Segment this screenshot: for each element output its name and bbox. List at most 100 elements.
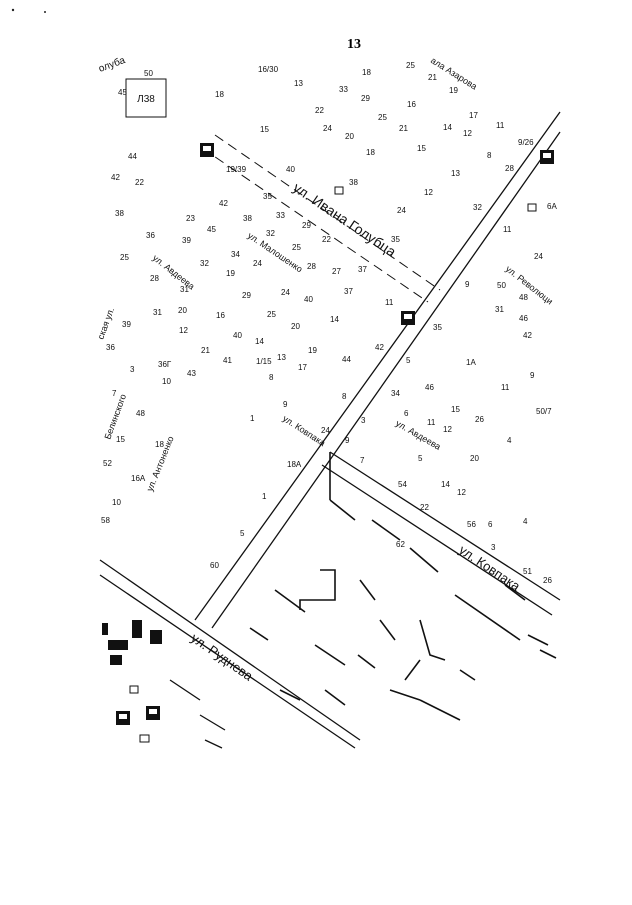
house-number: 19/39 — [226, 165, 247, 174]
house-number: 42 — [111, 173, 120, 182]
house-number: 11 — [501, 383, 510, 392]
pictogram-icon — [129, 685, 139, 694]
page-number: 13 — [347, 37, 361, 52]
house-number: 22 — [315, 106, 324, 115]
house-number: 42 — [219, 199, 228, 208]
house-number: 24 — [397, 206, 406, 215]
house-number: 21 — [201, 346, 210, 355]
house-number: 12 — [463, 129, 472, 138]
bus-stop-icon — [146, 706, 160, 720]
house-number: 24 — [323, 124, 332, 133]
house-number: 50 — [497, 281, 506, 290]
house-number: 16 — [216, 311, 225, 320]
house-number: 17 — [469, 111, 478, 120]
house-number: 1/15 — [256, 357, 272, 366]
house-number: 46 — [519, 314, 528, 323]
house-number: 18A — [287, 460, 302, 469]
house-number: 56 — [467, 520, 476, 529]
house-number: 24 — [321, 426, 330, 435]
house-number: 29 — [361, 94, 370, 103]
house-number: 25 — [406, 61, 415, 70]
house-number: 13 — [451, 169, 460, 178]
bus-stop-icon — [540, 150, 554, 164]
house-number: 50 — [144, 69, 153, 78]
house-number: 36Г — [158, 360, 172, 369]
rudneva-street — [99, 559, 361, 749]
house-number: 9/26 — [518, 138, 534, 147]
ivana-golubtsa-street — [201, 134, 441, 303]
house-number: 22 — [322, 235, 331, 244]
house-number: 15 — [451, 405, 460, 414]
house-number: 12 — [179, 326, 188, 335]
street-label: ул. Авдеева — [151, 253, 197, 292]
house-number: 5 — [240, 529, 245, 538]
house-number: 35 — [391, 235, 400, 244]
house-number: 32 — [266, 229, 275, 238]
pictogram-icon — [334, 186, 344, 195]
house-number: 31 — [153, 308, 162, 317]
house-number: 50/7 — [536, 407, 552, 416]
house-number: 24 — [534, 252, 543, 261]
house-number: 14 — [443, 123, 452, 132]
house-number: 11 — [496, 121, 505, 130]
house-number: 4 — [523, 517, 528, 526]
house-number: 14 — [441, 480, 450, 489]
street-label: Белинского — [102, 393, 128, 441]
house-number: 44 — [342, 355, 351, 364]
house-number: 32 — [473, 203, 482, 212]
bus-stop-icon — [401, 311, 415, 325]
house-number: 31 — [495, 305, 504, 314]
house-number: 25 — [120, 253, 129, 262]
house-number: 19 — [308, 346, 317, 355]
house-number: 5 — [418, 454, 423, 463]
house-number: 1A — [466, 358, 476, 367]
house-number: 10 — [162, 377, 171, 386]
house-number: 42 — [375, 343, 384, 352]
house-number: 52 — [103, 459, 112, 468]
house-number: 29 — [302, 221, 311, 230]
house-number: 9 — [465, 280, 470, 289]
house-number: 9 — [283, 400, 288, 409]
house-number: 45 — [118, 88, 127, 97]
left-block-marks — [102, 620, 226, 749]
bus-stop-icon — [200, 143, 214, 157]
house-number: 8 — [487, 151, 492, 160]
house-number: 18 — [215, 90, 224, 99]
house-number: 15 — [116, 435, 125, 444]
house-number: 20 — [178, 306, 187, 315]
house-number: 19 — [449, 86, 458, 95]
house-number: 16 — [407, 100, 416, 109]
house-number: 20 — [345, 132, 354, 141]
street-label: ул. Руднева — [188, 630, 256, 684]
block-outlines — [249, 452, 557, 721]
house-number: 6 — [488, 520, 493, 529]
house-number: 9 — [530, 371, 535, 380]
house-number: 21 — [399, 124, 408, 133]
district-box — [125, 78, 167, 118]
house-number: 15 — [260, 125, 269, 134]
house-number: 51 — [523, 567, 532, 576]
house-number: 13 — [277, 353, 286, 362]
house-number: 20 — [470, 454, 479, 463]
house-number: 1 — [250, 414, 255, 423]
house-number: 33 — [339, 85, 348, 94]
house-number: 3 — [130, 365, 135, 374]
house-number: 7 — [112, 389, 117, 398]
house-number: 42 — [523, 331, 532, 340]
house-number: 28 — [307, 262, 316, 271]
street-labels: ул. Ивана Голубца ул. Малошенко ул. Авде… — [95, 54, 554, 684]
house-number: 15 — [417, 144, 426, 153]
house-number: 6 — [404, 409, 409, 418]
street-label: ул. Ковпака — [456, 542, 523, 594]
house-number: 21 — [428, 73, 437, 82]
pictogram-icon — [139, 734, 150, 743]
house-number: 40 — [233, 331, 242, 340]
house-number: 3 — [491, 543, 496, 552]
street-label: ская ул. — [95, 306, 116, 341]
house-number: 28 — [150, 274, 159, 283]
house-number: 11 — [503, 225, 512, 234]
house-number: 33 — [276, 211, 285, 220]
house-number: 20 — [291, 322, 300, 331]
house-numbers: 50 45 18 16/30 13 33 18 25 21 19 22 24 2… — [101, 61, 557, 585]
